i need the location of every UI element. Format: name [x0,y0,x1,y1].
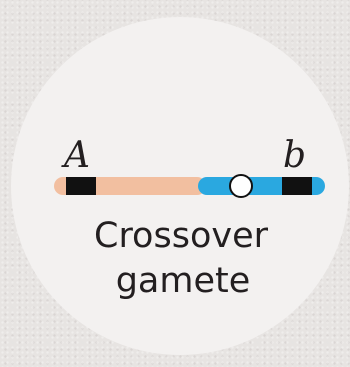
allele-label-left: A [61,135,90,176]
allele-label-right: b [283,135,306,176]
caption-line-2: gamete [116,261,251,301]
caption-line-1: Crossover [94,216,269,256]
centromere [229,174,253,198]
locus-band-a [66,177,96,195]
chromosome [54,174,325,198]
locus-band-b [282,177,312,195]
